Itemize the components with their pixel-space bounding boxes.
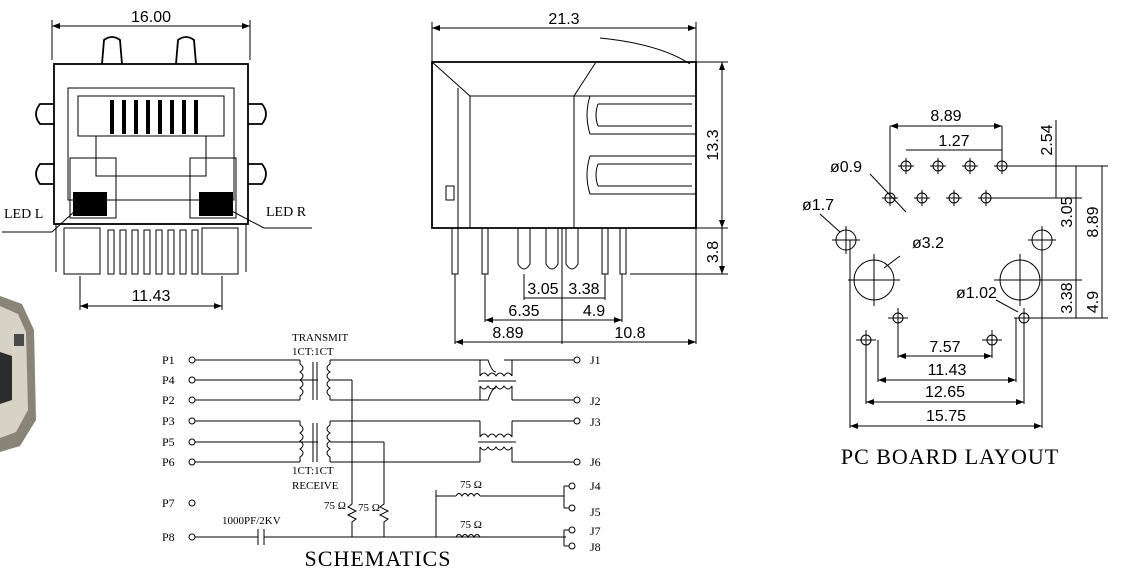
pin-label-j5: J5 [590, 505, 601, 519]
side-dim-338: 3.38 [568, 281, 599, 298]
pcb-dim-49: 4.9 [1085, 291, 1102, 313]
pcb-dim-889-side: 8.89 [1085, 206, 1102, 237]
resistor-4-label: 75 Ω [460, 519, 482, 531]
common-mode-choke-2 [478, 420, 574, 463]
pin-label-j1: J1 [590, 353, 601, 367]
pin-label-p7: P7 [162, 496, 175, 510]
pcb-dim-757: 7.57 [929, 339, 960, 356]
led-right-label: LED R [266, 205, 307, 220]
transmit-label: TRANSMIT [292, 332, 349, 344]
side-dim-635: 6.35 [508, 303, 539, 320]
side-length-dim: 21.3 [548, 11, 579, 28]
pcb-dim-338: 3.38 [1059, 282, 1076, 313]
pin-label-p4: P4 [162, 373, 175, 387]
pin-label-j3: J3 [590, 415, 601, 429]
pcb-dim-127: 1.27 [938, 133, 969, 150]
pin-holes [882, 158, 1010, 206]
schematic: TRANSMIT 1CT:1CT 1CT:1CT RECEIVE P1 P4 P… [162, 332, 601, 571]
pin-label-j8: J8 [590, 540, 601, 554]
ratio-top-label: 1CT:1CT [292, 346, 334, 358]
schematics-title: SCHEMATICS [305, 546, 452, 571]
capacitor-label: 1000PF/2KV [222, 515, 281, 527]
receive-label: RECEIVE [292, 480, 339, 492]
pin-label-p8: P8 [162, 530, 175, 544]
pcb-layout: 8.89 1.27 2.54 ø0.9 ø1.7 [802, 108, 1108, 469]
pcb-dim-1575: 15.75 [926, 408, 966, 425]
jack-photo-fragment [0, 296, 36, 452]
pcb-dim-305: 3.05 [1059, 196, 1076, 227]
pin-label-j2: J2 [590, 394, 601, 408]
side-height-dim: 13.3 [705, 129, 722, 160]
pin-label-j6: J6 [590, 455, 601, 469]
common-mode-choke-1 [478, 359, 574, 401]
side-dim-305: 3.05 [527, 281, 558, 298]
front-pin-span-dim: 11.43 [132, 288, 171, 305]
pcb-phi-102: ø1.02 [956, 285, 997, 302]
pcb-dim-254: 2.54 [1039, 124, 1056, 155]
pin-label-p6: P6 [162, 455, 175, 469]
side-dim-49: 4.9 [583, 303, 605, 320]
led-left-label: LED L [4, 207, 43, 222]
side-view: 21.3 13.3 [431, 11, 728, 345]
front-pins [55, 224, 247, 275]
pcb-phi-32: ø3.2 [912, 235, 944, 252]
resistor-2-label: 75 Ω [358, 502, 380, 514]
pin-label-p2: P2 [162, 393, 175, 407]
ratio-bottom-label: 1CT:1CT [292, 465, 334, 477]
pcb-phi-17: ø1.7 [802, 197, 834, 214]
pcb-layout-title: PC BOARD LAYOUT [841, 444, 1059, 469]
pcb-phi-09: ø0.9 [830, 159, 862, 176]
led-left-window [73, 192, 107, 216]
front-width-dim: 16.00 [131, 9, 171, 26]
pin-label-p3: P3 [162, 414, 175, 428]
pin-label-j7: J7 [590, 524, 601, 538]
resistor-1-label: 75 Ω [324, 500, 346, 512]
pin-label-p1: P1 [162, 353, 175, 367]
side-pin-height-dim: 3.8 [705, 241, 722, 263]
side-dim-108: 10.8 [614, 325, 645, 342]
resistor-3-label: 75 Ω [460, 479, 482, 491]
front-view: 16.00 [2, 9, 312, 310]
side-dim-889: 8.89 [492, 325, 523, 342]
pin-label-j4: J4 [590, 479, 601, 493]
side-pins [451, 227, 627, 275]
pcb-dim-889-top: 8.89 [930, 108, 961, 125]
led-right-window [199, 192, 233, 216]
pin-label-p5: P5 [162, 435, 175, 449]
pcb-dim-1143: 11.43 [928, 362, 967, 379]
pcb-dim-1265: 12.65 [925, 384, 965, 401]
rj45-contacts [110, 100, 198, 134]
